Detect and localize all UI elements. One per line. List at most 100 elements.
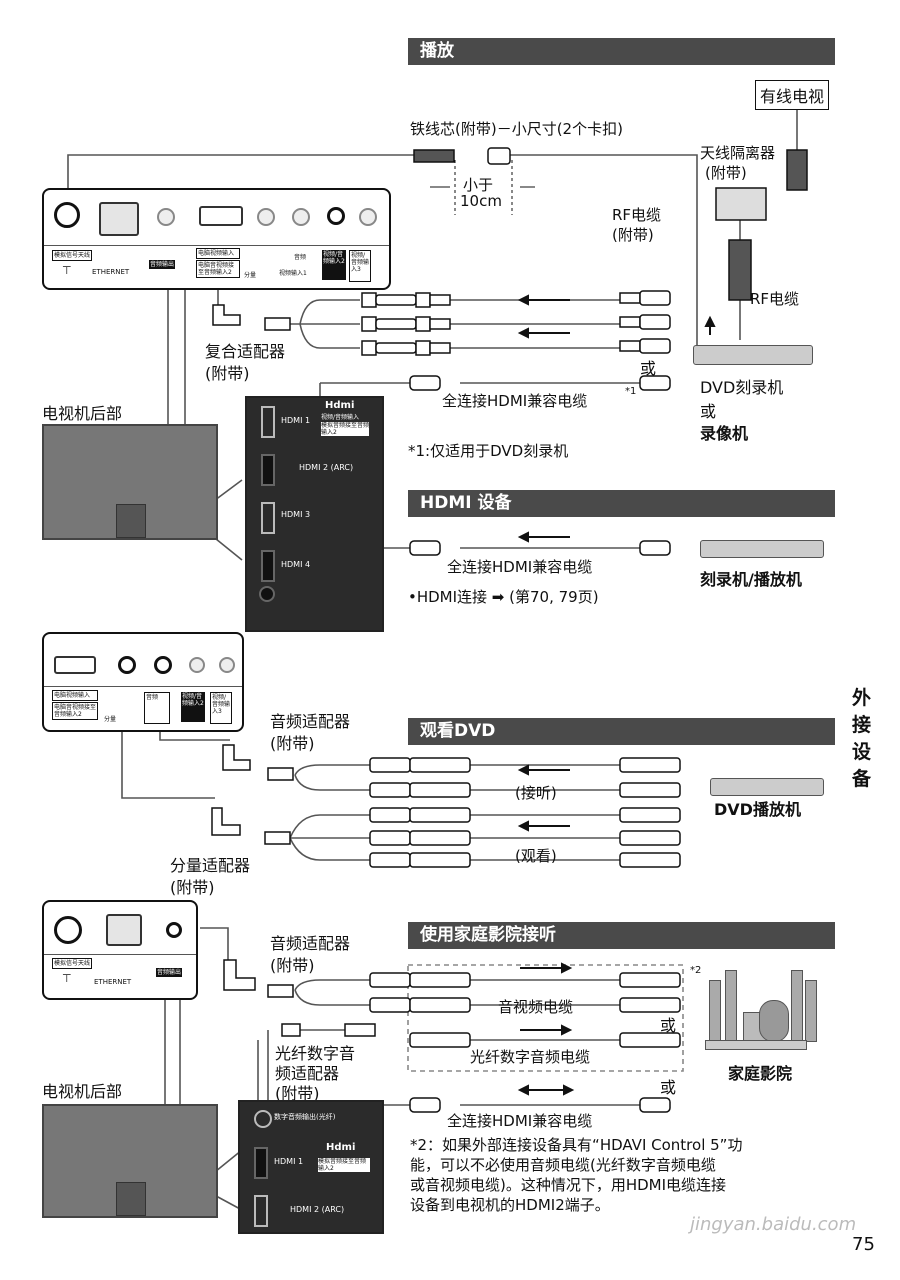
footnote2-line4: 设备到电视机的HDMI2端子。 — [410, 1196, 610, 1214]
tv-rear-panel-top: 模拟信号天线 ⊤ ETHERNET 音频输出 电脑视频输入 电脑音视频接至音频输… — [42, 188, 391, 290]
audio-adapter-supplied-2: (附带) — [270, 956, 315, 975]
pc-sub-tag-2: 电脑音视频接至音频输入2 — [52, 702, 98, 720]
av-in2-port-2[interactable] — [189, 657, 205, 673]
pc-input-tag: 电脑视频输入 — [196, 248, 240, 259]
hdmi-cable-ht-label: 全连接HDMI兼容电缆 — [447, 1112, 593, 1130]
tv-stand — [116, 504, 146, 538]
component-port[interactable] — [257, 208, 275, 226]
av-in3-tag: 视频/音频输入3 — [349, 250, 371, 282]
home-theater-image — [705, 970, 817, 1050]
composite-adapter-label: 复合适配器 — [205, 342, 286, 361]
ferrite-label: 铁线芯(附带)－小尺寸(2个卡扣) — [410, 120, 623, 138]
ethernet-port[interactable] — [99, 202, 139, 236]
rf-supplied-label: (附带) — [612, 226, 654, 244]
side-label-2: 接 — [852, 714, 872, 736]
av-in3-port-2[interactable] — [219, 657, 235, 673]
antenna-isolator-label: 天线隔离器 — [700, 144, 776, 162]
pc-vga-port[interactable] — [199, 206, 243, 226]
ethernet-label-2: ETHERNET — [94, 978, 132, 986]
ethernet-label: ETHERNET — [92, 268, 130, 276]
audio-label: 音频 — [294, 254, 307, 261]
tv-stand-2 — [116, 1182, 146, 1216]
ethernet-port-2[interactable] — [106, 914, 142, 946]
audio-out-tag-2: 音频输出 — [156, 968, 183, 977]
optical-adapter-label-2: 频适配器 — [275, 1064, 340, 1083]
antenna-icon: ⊤ — [62, 264, 72, 277]
footnote2-line3: 或音视频电缆)。这种情况下，用HDMI电缆连接 — [410, 1176, 727, 1194]
isolator-supplied-label: (附带) — [705, 164, 747, 182]
hdmi1-port[interactable] — [261, 406, 275, 438]
audio-adapter-label-1: 音频适配器 — [270, 712, 351, 731]
section-playback: 播放 — [408, 38, 835, 65]
av-in2-tag-2: 视频/音频输入2 — [181, 692, 205, 722]
hdmi4-port[interactable] — [261, 550, 275, 582]
component-adapter-label: 分量适配器 — [170, 856, 251, 875]
av-cable-label: 音视频电缆 — [498, 998, 574, 1016]
av-in3-port[interactable] — [359, 208, 377, 226]
pc-vga-port-2[interactable] — [54, 656, 96, 674]
recorder-player-image — [700, 540, 824, 558]
hdmi2-port-b[interactable] — [254, 1195, 268, 1227]
watermark: jingyan.baidu.com — [690, 1214, 857, 1235]
vcr-label: 录像机 — [700, 424, 749, 443]
headphone-port[interactable] — [259, 586, 275, 602]
analog-audio-tag-b: 模拟音频接至音频输入2 — [318, 1158, 370, 1172]
hdmi2-port[interactable] — [261, 454, 275, 486]
analog-audio-tag: 模拟音频接至音频输入2 — [321, 422, 370, 436]
audio-out-tag: 音频输出 — [149, 260, 176, 269]
antenna-tag: 模拟信号天线 — [52, 250, 93, 261]
hdmi1-port-b[interactable] — [254, 1147, 268, 1179]
audio-port[interactable] — [292, 208, 310, 226]
side-label-1: 外 — [852, 687, 872, 709]
hdmi4-label: HDMI 4 — [281, 560, 311, 569]
optical-out-port[interactable] — [157, 208, 175, 226]
tv-rear-image-1 — [42, 424, 218, 540]
pc-sub-tag: 电脑音视频接至音频输入2 — [196, 260, 240, 278]
or-label-4: 或 — [660, 1078, 677, 1097]
or-label-3: 或 — [660, 1016, 677, 1035]
footnote1: *1:仅适用于DVD刻录机 — [408, 442, 569, 460]
tv-rear-label-2: 电视机后部 — [42, 1082, 123, 1101]
hdmi-device-cable-label: 全连接HDMI兼容电缆 — [447, 558, 593, 576]
optical-port[interactable] — [254, 1110, 272, 1128]
hdmi-logo-b: Hdmi — [326, 1142, 356, 1153]
side-label-4: 备 — [852, 768, 872, 790]
audio-adapter-label-2: 音频适配器 — [270, 934, 351, 953]
section-watch-dvd: 观看DVD — [408, 718, 835, 745]
digital-out-label: 数字音频输出(光纤) — [274, 1113, 336, 1121]
component-port-2[interactable] — [118, 656, 136, 674]
hdmi3-port[interactable] — [261, 502, 275, 534]
av-in2-tag: 视频/音频输入2 — [322, 250, 346, 280]
hdmi1-label: HDMI 1 — [281, 416, 311, 425]
ten-cm-label: 10cm — [460, 192, 502, 210]
hdmi-connection-note: •HDMI连接 ➡ (第70, 79页) — [408, 588, 599, 606]
antenna-icon-2: ⊤ — [62, 972, 72, 985]
av-in2-port[interactable] — [327, 207, 345, 225]
audio-port-2[interactable] — [154, 656, 172, 674]
side-label-3: 设 — [852, 741, 872, 763]
or-label-1: 或 — [640, 359, 657, 378]
footnote2-line1: *2：如果外部连接设备具有“HDAVI Control 5”功 — [410, 1136, 743, 1154]
home-theater-label: 家庭影院 — [728, 1064, 793, 1083]
listen-label: (接听) — [515, 784, 557, 802]
hdmi-cable-playback-label: 全连接HDMI兼容电缆 — [442, 392, 588, 410]
watch-label: (观看) — [515, 847, 557, 865]
page-number: 75 — [852, 1234, 875, 1255]
dvd-recorder-image — [693, 345, 813, 365]
optical-adapter-label-1: 光纤数字音 — [275, 1044, 356, 1063]
antenna-port-2[interactable] — [54, 916, 82, 944]
less-than-label: 小于 — [463, 176, 494, 194]
composite-supplied-label: (附带) — [205, 364, 250, 383]
dvd-player-image — [710, 778, 824, 796]
tv-rear-panel-middle: 电脑视频输入 电脑音视频接至音频输入2 分量 音频 视频/音频输入2 视频/音频… — [42, 632, 244, 732]
dvd-player-label: DVD播放机 — [714, 800, 801, 819]
dvd-recorder-text: DVD刻录机 — [700, 378, 784, 397]
hdmi1-label-b: HDMI 1 — [274, 1157, 304, 1166]
optical-out-port-2[interactable] — [166, 922, 182, 938]
optical-adapter-supplied: (附带) — [275, 1084, 320, 1103]
rf-cable-label: RF电缆 — [750, 290, 800, 308]
component-label-2: 分量 — [104, 716, 117, 723]
component-adapter-supplied: (附带) — [170, 878, 215, 897]
section-home-theater: 使用家庭影院接听 — [408, 922, 835, 949]
antenna-port[interactable] — [54, 202, 80, 228]
